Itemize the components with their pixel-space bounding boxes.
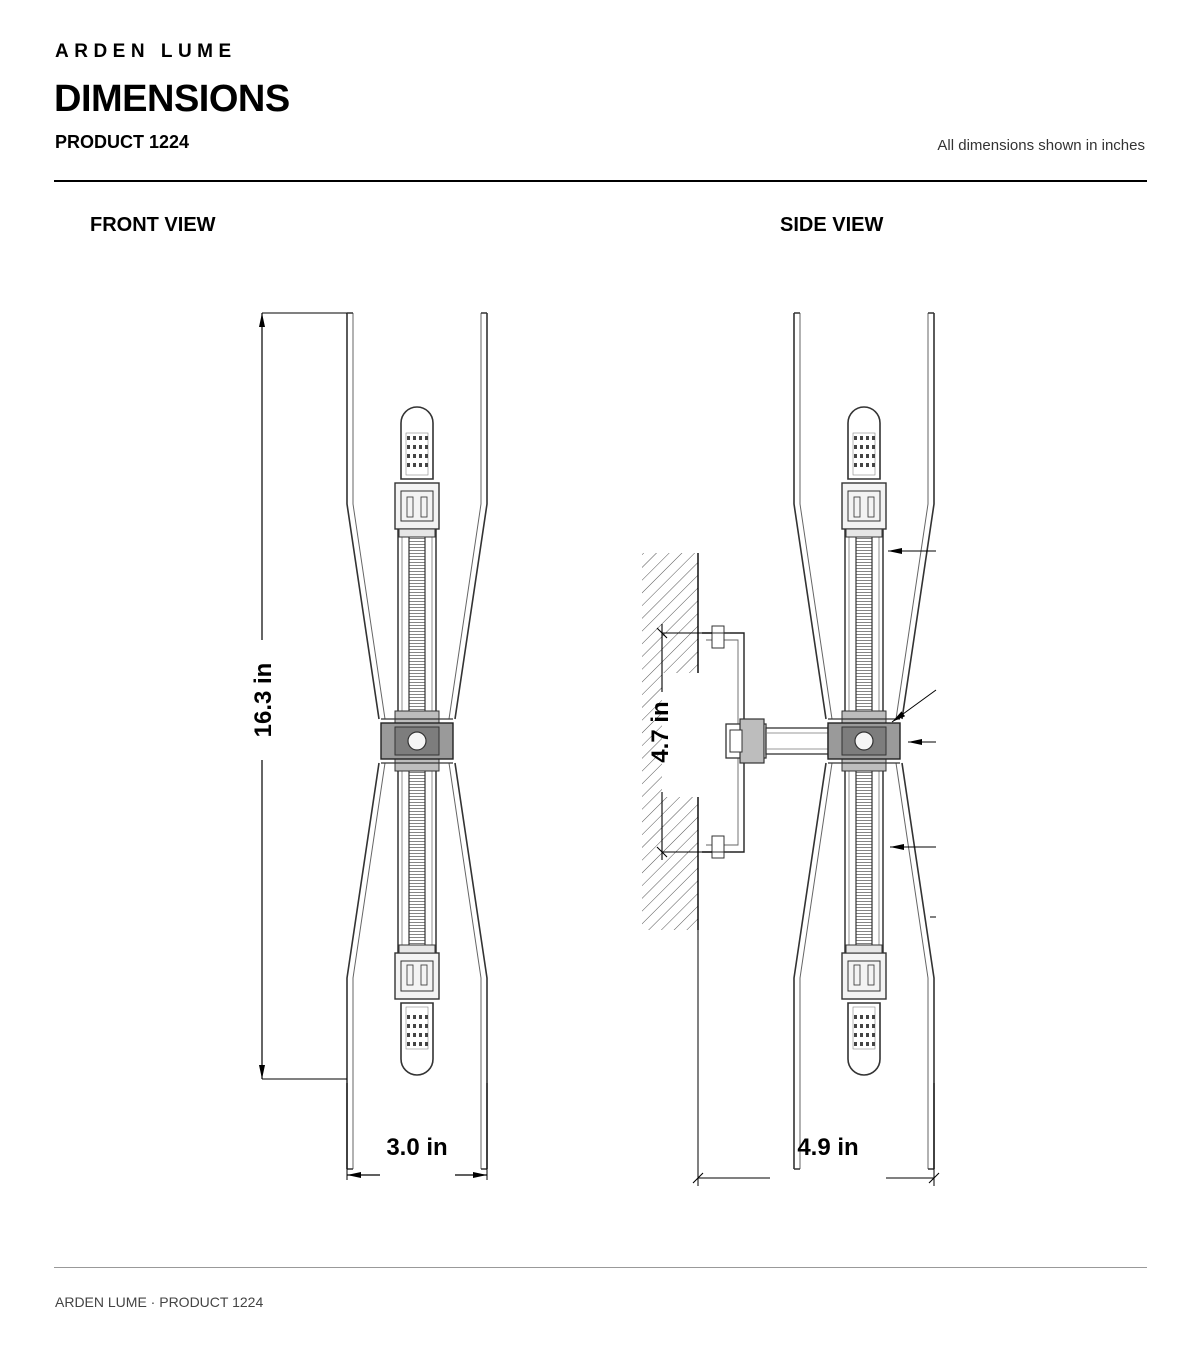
width-dimension: 3.0 in	[346, 1083, 488, 1180]
side-leaders	[888, 548, 937, 918]
footer-divider	[54, 1267, 1147, 1268]
wall-section	[642, 553, 700, 930]
height-dimension: 16.3 in	[250, 312, 347, 1080]
depth-dimension: 4.9 in	[692, 930, 940, 1186]
brand-name: ARDEN LUME	[55, 41, 237, 62]
product-number: PRODUCT 1224	[55, 132, 190, 152]
page-title: DIMENSIONS	[54, 78, 290, 120]
front-view-fixture	[347, 313, 487, 1169]
header-divider	[54, 180, 1147, 182]
footer-text: ARDEN LUME · PRODUCT 1224	[55, 1294, 264, 1310]
front-view-label: FRONT VIEW	[90, 214, 216, 236]
units-note: All dimensions shown in inches	[937, 137, 1145, 154]
backplate-value: 4.7 in	[647, 701, 674, 762]
width-value: 3.0 in	[386, 1134, 447, 1161]
backplate-dimension: 4.7 in	[647, 624, 712, 860]
side-view-label: SIDE VIEW	[780, 214, 884, 236]
height-value: 16.3 in	[250, 663, 277, 738]
depth-value: 4.9 in	[797, 1134, 858, 1161]
